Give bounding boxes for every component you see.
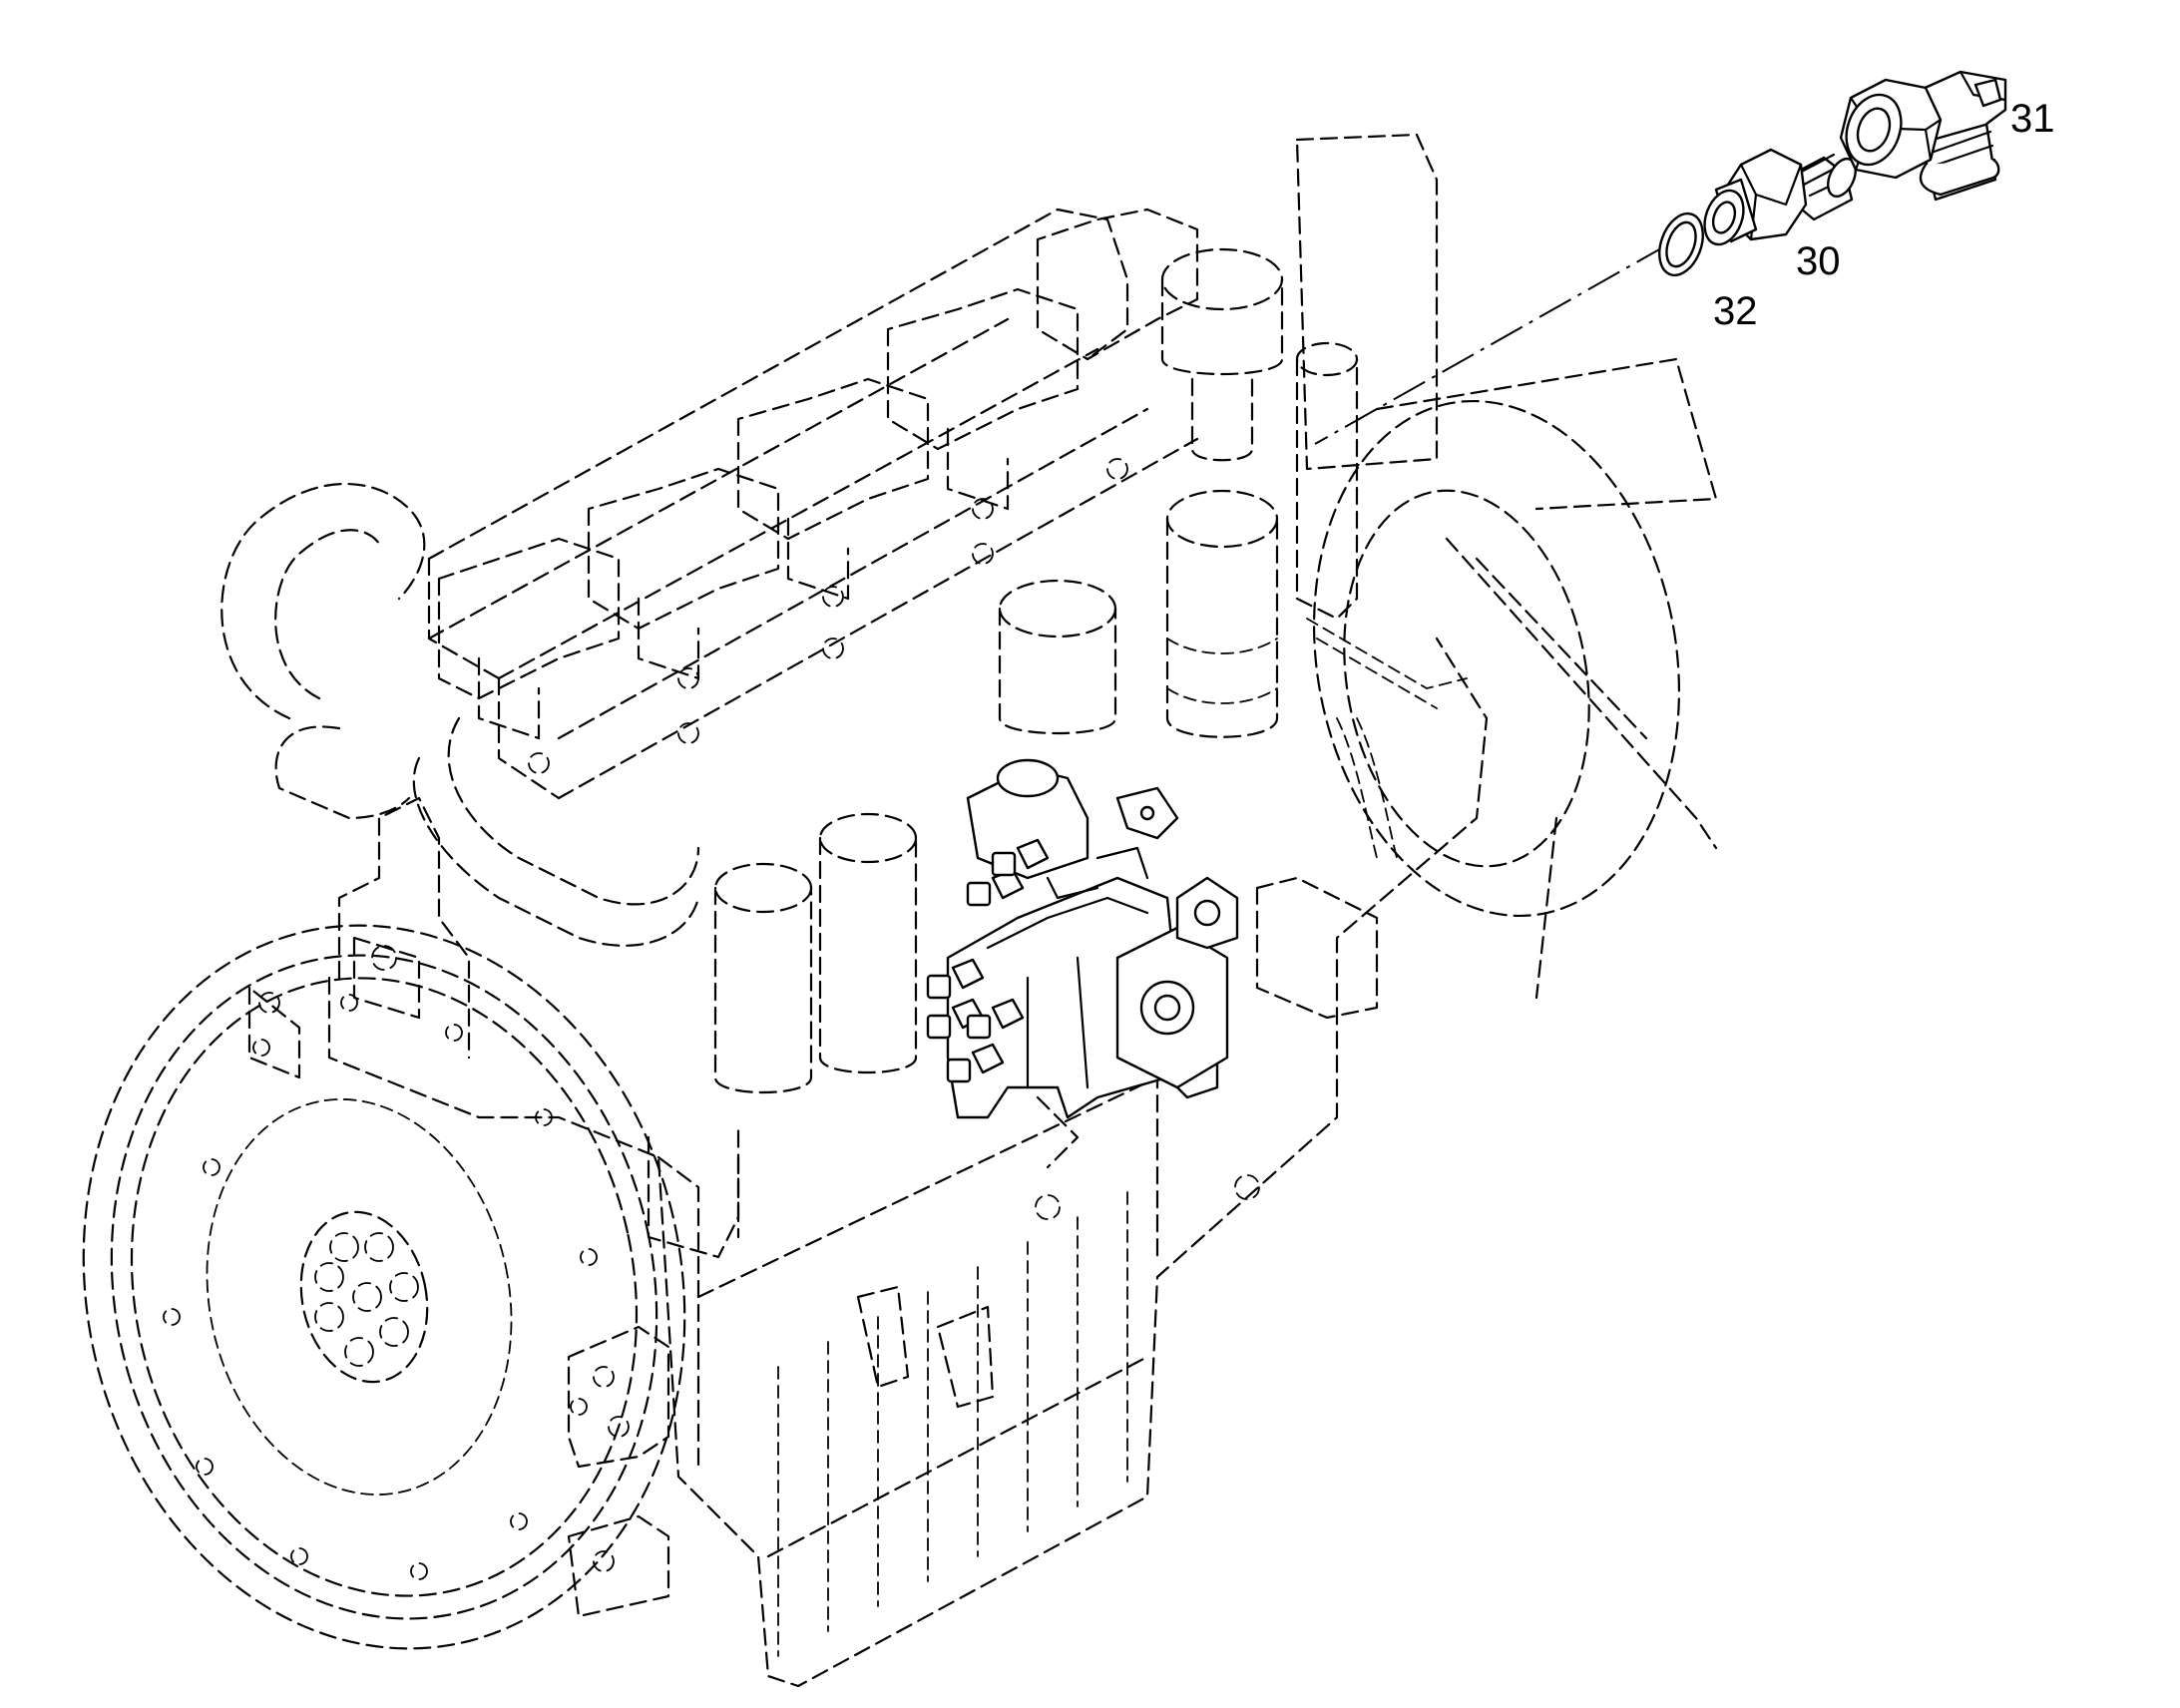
callout-31: 31 <box>2010 97 2055 141</box>
part-30-adapter-fitting <box>1703 148 1857 246</box>
callout-32: 32 <box>1713 289 1758 333</box>
callout-30: 30 <box>1796 239 1841 283</box>
delivery-valves <box>926 838 1050 1083</box>
leader-line <box>1314 243 1669 445</box>
fan <box>1295 133 1718 1000</box>
intake-pipe <box>220 482 700 947</box>
cylinder-head <box>427 208 1199 800</box>
fuel-injection-pump <box>926 758 1239 1119</box>
lower-accessories <box>856 876 1379 1409</box>
wiring-harness <box>1306 618 1468 859</box>
oil-filters <box>647 812 918 1259</box>
part-31-elbow-union <box>1839 70 2007 202</box>
engine-block <box>247 637 1489 1688</box>
head-bolts <box>528 458 1128 774</box>
engine-phantom-outline <box>82 133 1718 1688</box>
flywheel <box>82 924 686 1650</box>
part-32-sealing-washer <box>1658 212 1704 277</box>
fuel-filters-top <box>998 247 1359 738</box>
